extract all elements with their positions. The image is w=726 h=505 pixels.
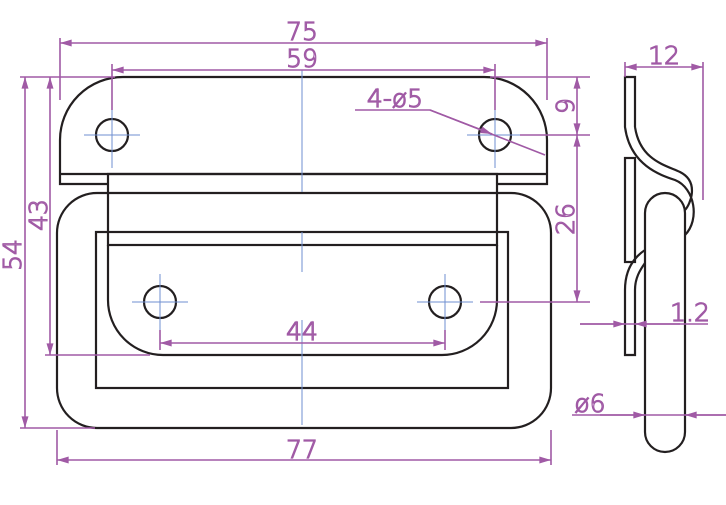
label-54: 54 xyxy=(0,239,27,271)
label-hole-callout: 4-ø5 xyxy=(367,84,423,113)
handle-rod xyxy=(643,191,687,454)
front-view xyxy=(55,70,553,430)
mounting-plate xyxy=(58,75,549,186)
label-1-2: 1.2 xyxy=(670,298,710,327)
side-view xyxy=(623,75,695,454)
handle-loop-outer xyxy=(55,191,553,430)
leaf-lower xyxy=(623,249,646,357)
label-77: 77 xyxy=(286,435,318,464)
label-59: 59 xyxy=(286,44,318,73)
label-26: 26 xyxy=(551,203,580,235)
label-diameter-6: ø6 xyxy=(574,389,605,418)
leaf-profile xyxy=(623,75,695,236)
label-75: 75 xyxy=(286,17,318,46)
centerlines xyxy=(84,70,523,425)
dimensions: 75 59 4-ø5 54 43 77 44 9 26 12 1.2 ø6 xyxy=(0,16,726,465)
label-43: 43 xyxy=(24,199,53,231)
leaf-segment xyxy=(623,156,637,264)
leader-hole xyxy=(429,109,493,135)
label-9: 9 xyxy=(551,98,580,114)
label-12: 12 xyxy=(648,41,680,70)
label-44: 44 xyxy=(286,317,318,346)
